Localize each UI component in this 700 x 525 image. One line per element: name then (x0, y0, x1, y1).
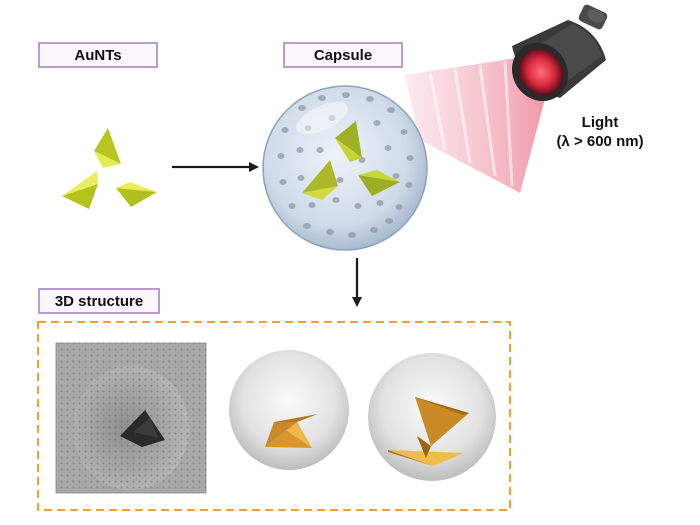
capsule-pores (277, 92, 414, 238)
capsule-sphere (262, 85, 428, 251)
capsule-triangle-2 (302, 160, 338, 200)
light-title: Light (581, 114, 619, 131)
light-wavelength: (λ > 600 nm) (556, 133, 644, 150)
light-beam-stripes (428, 60, 514, 187)
model-sphere-2 (368, 353, 496, 481)
capsule-triangle-3 (358, 170, 400, 196)
capsule-triangle-1 (335, 121, 362, 162)
capsule-label: Capsule (283, 42, 403, 68)
aunts-label: AuNTs (38, 42, 158, 68)
light-label: Light (λ > 600 nm) (540, 113, 660, 151)
lamp-icon (511, 4, 608, 102)
structure-box (37, 321, 511, 511)
tem-image (55, 342, 207, 494)
aunt-triangles (62, 128, 157, 209)
structure-label: 3D structure (38, 288, 160, 314)
nanotriangle-2 (62, 171, 98, 209)
nanotriangle-3 (116, 182, 157, 207)
model-sphere-1 (229, 350, 349, 470)
nanotriangle-1 (94, 128, 121, 168)
